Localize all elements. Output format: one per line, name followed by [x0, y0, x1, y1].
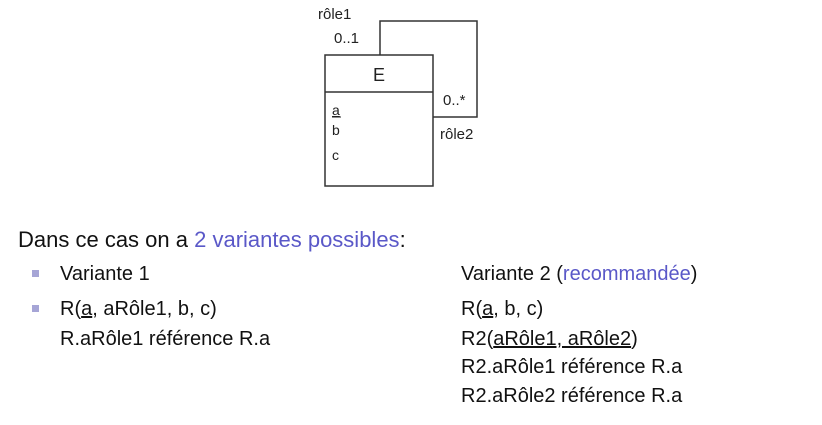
entity-name: E: [373, 65, 385, 85]
variant2-title: Variante 2 (recommandée): [461, 261, 697, 287]
attribute-c: c: [332, 147, 339, 163]
variant2-relation-r2: R2(aRôle1, aRôle2): [461, 326, 638, 352]
variant2-title-suffix: ): [690, 263, 698, 285]
variant2-title-prefix: Variante 2 (: [461, 263, 563, 285]
variant2-rel1-prefix: R(: [461, 298, 483, 320]
variant2-rel1-suffix: , b, c): [493, 298, 544, 320]
variant2-rel2-suffix: ): [631, 328, 638, 350]
variant2-title-highlight: recommandée: [562, 263, 691, 285]
variant1-title: Variante 1: [60, 263, 150, 285]
role1-label: rôle1: [318, 6, 351, 23]
variant1-rel-key: a: [81, 298, 93, 320]
intro-text: Dans ce cas on a: [18, 227, 195, 252]
role2-multiplicity: 0..*: [443, 92, 466, 109]
variant2-rel2-key: aRôle1, aRôle2: [493, 328, 632, 350]
intro-sentence: Dans ce cas on a 2 variantes possibles:: [18, 227, 406, 253]
variant2-rel2-prefix: R2(: [461, 328, 494, 350]
entity-box: [324, 54, 434, 187]
intro-colon: :: [399, 227, 406, 252]
reflexive-association: [379, 20, 478, 118]
role2-label: rôle2: [440, 126, 473, 143]
variant2-constraint-1: R2.aRôle1 référence R.a: [461, 356, 683, 378]
attribute-a: a: [332, 102, 340, 118]
variant2-relation-r: R(a, b, c): [461, 296, 543, 322]
variant1-rel-suffix: , aRôle1, b, c): [92, 298, 217, 320]
variant1-rel-prefix: R(: [60, 298, 82, 320]
intro-highlight: 2 variantes possibles: [194, 227, 400, 252]
variant2-constraint-2: R2.aRôle2 référence R.a: [461, 385, 683, 407]
attribute-b: b: [332, 122, 340, 138]
variant1-constraint: R.aRôle1 référence R.a: [60, 328, 271, 350]
role1-multiplicity: 0..1: [334, 30, 359, 47]
variant2-rel1-key: a: [482, 298, 494, 320]
bullet-icon: [32, 305, 39, 312]
uml-diagram: E a b c rôle1 0..1 0..* rôle2: [318, 6, 478, 187]
variant1-relation: R(a, aRôle1, b, c): [60, 296, 217, 322]
bullet-icon: [32, 270, 39, 277]
